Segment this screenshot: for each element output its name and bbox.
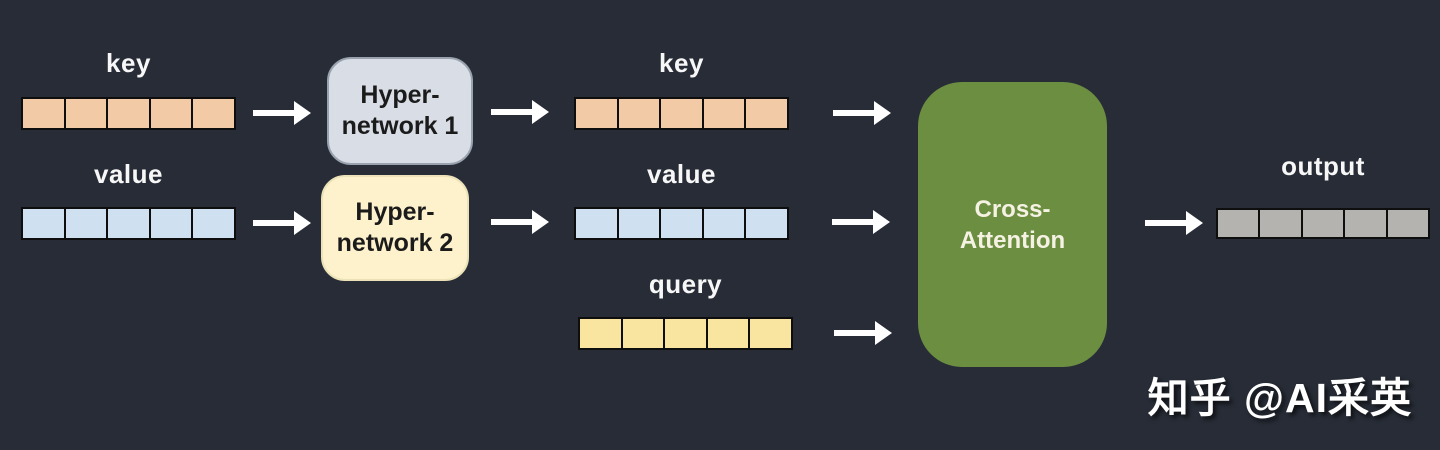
- arrow-right-icon: [834, 321, 892, 345]
- arrow-head: [532, 210, 549, 234]
- vector-cell: [705, 319, 749, 348]
- arrow-head: [294, 211, 311, 235]
- transformed-value-vector-row: [574, 207, 789, 240]
- vector-cell: [659, 209, 702, 238]
- arrow-right-icon: [1145, 211, 1203, 235]
- arrow-head: [1186, 211, 1203, 235]
- vector-cell: [148, 99, 192, 128]
- arrow-shaft: [253, 110, 295, 116]
- vector-cell: [616, 99, 660, 128]
- arrow-shaft: [832, 219, 874, 225]
- vector-cell: [748, 319, 791, 348]
- hypernetwork-2-label-line1: Hyper-: [355, 198, 435, 226]
- vector-cell: [744, 209, 787, 238]
- arrow-head: [532, 100, 549, 124]
- input-key-label: key: [106, 48, 151, 78]
- input-key-vector-row: [21, 97, 236, 130]
- transformed-key-label: key: [659, 48, 704, 78]
- vector-cell: [659, 99, 702, 128]
- arrow-shaft: [834, 330, 876, 336]
- vector-cell: [576, 99, 617, 128]
- cross-attention-label-line1: Cross-: [974, 195, 1051, 223]
- output-label: output: [1281, 151, 1365, 181]
- arrow-shaft: [491, 219, 533, 225]
- arrow-head: [873, 210, 890, 234]
- vector-cell: [106, 99, 149, 128]
- arrow-head: [294, 101, 311, 125]
- arrow-right-icon: [253, 211, 311, 235]
- arrow-right-icon: [832, 210, 890, 234]
- vector-cell: [701, 209, 745, 238]
- hypernetwork-2-label-line2: network 2: [336, 229, 454, 257]
- vector-cell: [576, 209, 617, 238]
- query-vector-row: [578, 317, 793, 350]
- arrow-head: [875, 321, 892, 345]
- vector-cell: [148, 209, 192, 238]
- arrow-right-icon: [253, 101, 311, 125]
- query-label: query: [648, 269, 723, 299]
- transformed-value-label: value: [647, 159, 716, 189]
- hypernetwork-2-box: Hyper- network 2: [321, 175, 469, 281]
- vector-cell: [23, 209, 64, 238]
- vector-cell: [616, 209, 660, 238]
- vector-cell: [1258, 210, 1301, 237]
- transformed-key-vector-row: [574, 97, 789, 130]
- cross-attention-label-line2: Attention: [959, 226, 1066, 254]
- arrow-shaft: [491, 109, 533, 115]
- vector-cell: [1343, 210, 1386, 237]
- vector-cell: [1218, 210, 1259, 237]
- output-vector-row: [1216, 208, 1430, 239]
- vector-cell: [106, 209, 149, 238]
- arrow-head: [874, 101, 891, 125]
- arrow-right-icon: [833, 101, 891, 125]
- vector-cell: [744, 99, 787, 128]
- hypernetwork-1-label-line2: network 1: [341, 112, 459, 140]
- arrow-shaft: [1145, 220, 1187, 226]
- vector-cell: [63, 209, 107, 238]
- vector-cell: [701, 99, 745, 128]
- input-value-label: value: [94, 159, 163, 189]
- watermark: 知乎 @AI采英: [1147, 375, 1412, 421]
- vector-cell: [1385, 210, 1429, 237]
- cross-attention-box: Cross- Attention: [918, 82, 1107, 367]
- vector-cell: [191, 99, 234, 128]
- vector-cell: [1300, 210, 1344, 237]
- hypernetwork-1-label-line1: Hyper-: [360, 81, 440, 109]
- arrow-right-icon: [491, 210, 549, 234]
- vector-cell: [23, 99, 64, 128]
- arrow-shaft: [253, 220, 295, 226]
- vector-cell: [580, 319, 621, 348]
- input-value-vector-row: [21, 207, 236, 240]
- arrow-right-icon: [491, 100, 549, 124]
- hypernetwork-1-box: Hyper- network 1: [327, 57, 473, 165]
- vector-cell: [191, 209, 234, 238]
- vector-cell: [620, 319, 664, 348]
- vector-cell: [63, 99, 107, 128]
- arrow-shaft: [833, 110, 875, 116]
- vector-cell: [663, 319, 706, 348]
